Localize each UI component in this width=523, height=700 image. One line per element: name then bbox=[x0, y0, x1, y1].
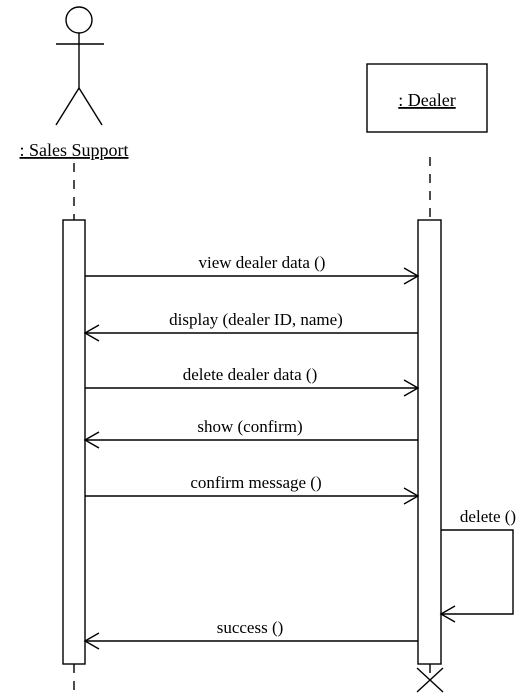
actor-activation-bar bbox=[62, 219, 86, 665]
message-label: view dealer data () bbox=[199, 253, 326, 272]
actor-head bbox=[65, 6, 93, 34]
arrowhead-icon bbox=[403, 379, 420, 397]
arrowhead-icon bbox=[403, 267, 420, 285]
message-view-dealer-data: view dealer data () bbox=[85, 253, 420, 285]
dealer-object-label: : Dealer bbox=[398, 90, 455, 110]
message-delete-dealer-data: delete dealer data () bbox=[85, 365, 420, 397]
message-confirm-message: confirm message () bbox=[85, 473, 420, 505]
dealer-object-box bbox=[366, 63, 488, 133]
message-success: success () bbox=[83, 618, 418, 650]
dealer-activation-bar bbox=[417, 219, 442, 665]
actor-stick-figure bbox=[55, 6, 104, 126]
self-message-loop bbox=[441, 529, 514, 615]
message-self-delete: delete () bbox=[439, 507, 516, 623]
actor-label: : Sales Support bbox=[19, 140, 128, 160]
message-label: success () bbox=[217, 618, 284, 637]
arrowhead-icon bbox=[403, 487, 420, 505]
arrowhead-icon bbox=[83, 632, 100, 650]
message-label: show (confirm) bbox=[197, 417, 302, 436]
arrowhead-icon bbox=[439, 605, 456, 623]
message-label: confirm message () bbox=[190, 473, 321, 492]
arrowhead-icon bbox=[83, 431, 100, 449]
message-label: display (dealer ID, name) bbox=[169, 310, 343, 329]
message-display: display (dealer ID, name) bbox=[83, 310, 418, 342]
message-show-confirm: show (confirm) bbox=[83, 417, 418, 449]
destroy-x-mark bbox=[416, 667, 444, 693]
message-label: delete () bbox=[460, 507, 516, 526]
actor-right-leg bbox=[78, 87, 103, 126]
actor-left-leg bbox=[55, 87, 80, 126]
message-label: delete dealer data () bbox=[183, 365, 318, 384]
arrowhead-icon bbox=[83, 324, 100, 342]
